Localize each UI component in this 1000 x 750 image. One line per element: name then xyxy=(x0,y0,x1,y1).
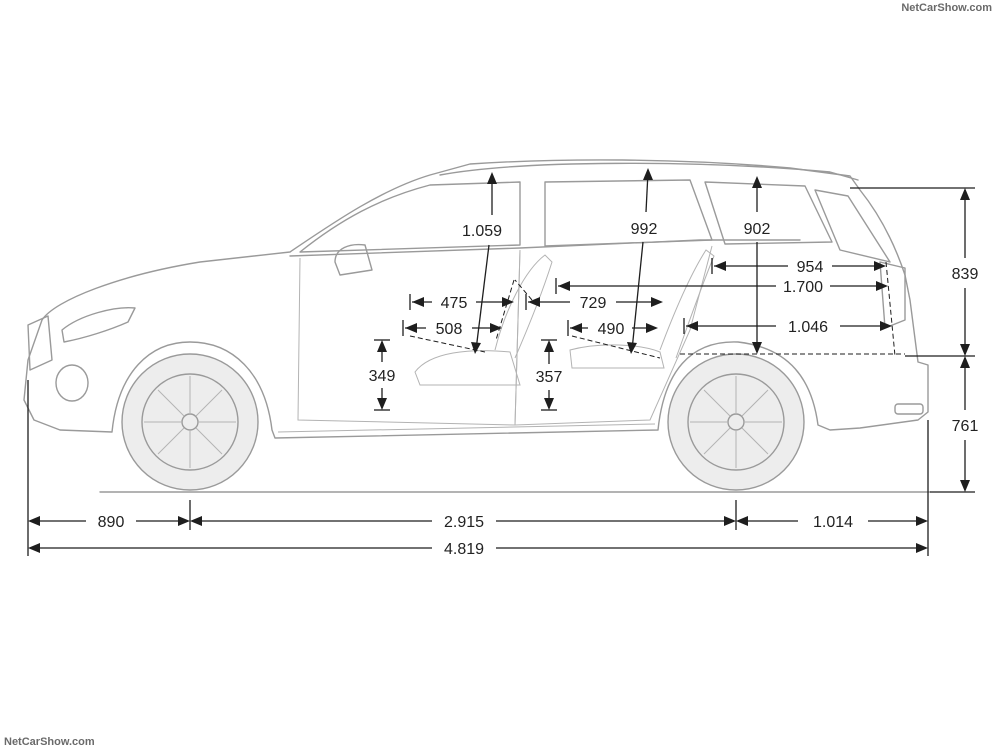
exhaust-tip xyxy=(894,403,924,415)
dim-cargo-height: 902 xyxy=(744,176,771,354)
rear-seat-back xyxy=(659,249,715,359)
dim-cargo-floor: 1.046 xyxy=(680,318,905,355)
front-seat-back xyxy=(494,254,553,359)
dim-902-label: 902 xyxy=(744,221,771,238)
roof-rail xyxy=(439,162,859,181)
fog-light xyxy=(55,364,89,402)
dim-357-label: 357 xyxy=(536,369,563,386)
watermark-bottom: NetCarShow.com xyxy=(4,736,95,748)
dim-839-label: 839 xyxy=(952,266,979,283)
dim-992-label: 992 xyxy=(631,221,658,238)
dim-wheelbase: 2.915 xyxy=(190,514,736,531)
dim-1059-label: 1.059 xyxy=(462,223,502,240)
dim-1046-label: 1.046 xyxy=(788,319,828,336)
rear-wheel xyxy=(667,353,805,491)
front-window xyxy=(299,181,521,253)
front-door xyxy=(297,249,521,426)
dim-954-label: 954 xyxy=(797,259,824,276)
extension-lines xyxy=(27,187,975,556)
dim-890-label: 890 xyxy=(98,514,125,531)
front-seat-cushion xyxy=(414,350,521,386)
dim-rear-seat-depth: 729 xyxy=(514,279,663,312)
dim-1014-label: 1.014 xyxy=(813,514,853,531)
dim-508-label: 508 xyxy=(436,321,463,338)
front-grille xyxy=(27,315,53,371)
watermark-top: NetCarShow.com xyxy=(901,2,992,14)
dim-cargo-folded: 1.700 xyxy=(555,261,896,357)
dim-cargo-upper: 954 xyxy=(711,258,886,276)
dim-upper-height: 839 xyxy=(952,188,979,356)
dim-349-label: 349 xyxy=(369,368,396,385)
dim-490-label: 490 xyxy=(598,321,625,338)
dim-rear-legroom: 490 xyxy=(567,320,661,359)
car-side-view xyxy=(23,159,931,493)
dim-1700-label: 1.700 xyxy=(783,279,823,296)
dim-2915-label: 2.915 xyxy=(444,514,484,531)
tailgate-glass xyxy=(814,189,891,263)
dim-rear-overhang: 1.014 xyxy=(736,514,928,531)
side-mirror xyxy=(334,243,373,276)
side-sill xyxy=(277,423,656,433)
dim-front-overhang: 890 xyxy=(28,514,190,531)
dim-761-label: 761 xyxy=(952,418,979,435)
dim-lower-height: 761 xyxy=(952,356,979,492)
car-body-outline xyxy=(23,159,929,439)
dim-rear-seat-height: 357 xyxy=(536,339,563,411)
rear-seat-cushion xyxy=(569,344,665,369)
taillight xyxy=(879,261,906,329)
rear-window xyxy=(544,179,713,247)
rear-door xyxy=(514,245,713,426)
dim-overall-length: 4.819 xyxy=(28,541,928,558)
dim-front-legroom: 508 xyxy=(402,320,502,353)
dim-front-headroom: 1.059 xyxy=(462,172,502,354)
quarter-window xyxy=(704,181,833,245)
dim-729-label: 729 xyxy=(580,295,607,312)
dim-475-label: 475 xyxy=(441,295,468,312)
front-wheel xyxy=(121,353,259,491)
dim-4819-label: 4.819 xyxy=(444,541,484,558)
dim-front-seat-height: 349 xyxy=(369,339,396,411)
dim-front-seat-depth: 475 xyxy=(409,279,515,341)
dim-rear-headroom: 992 xyxy=(627,168,657,354)
headlight xyxy=(61,307,136,343)
